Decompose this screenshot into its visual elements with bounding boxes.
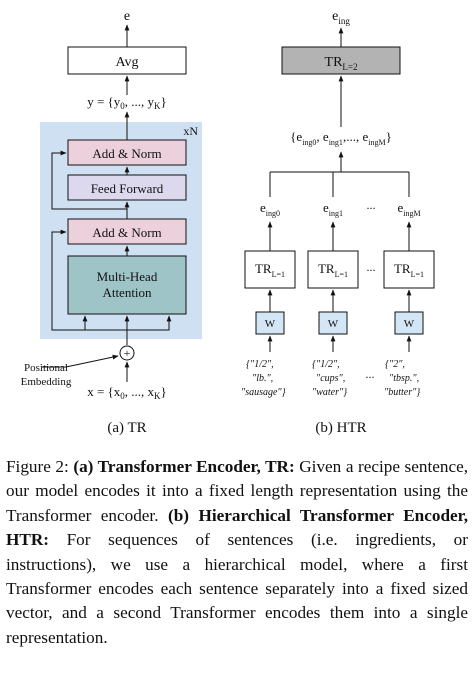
tr-avg-box — [67, 46, 187, 75]
htr-e1-label: eing1 — [323, 200, 343, 218]
htr-word-1-1: "cups", — [316, 373, 345, 384]
tr-avg-label: Avg — [115, 55, 138, 70]
htr-w-label-0: W — [265, 318, 276, 330]
tr-feed-forward-label: Feed Forward — [91, 181, 164, 196]
htr-tr1-label-0: TRL=1 — [255, 261, 285, 279]
htr-w-box-0 — [255, 311, 285, 335]
htr-dots-top: ... — [367, 198, 376, 212]
htr-dots-mid: ... — [367, 260, 376, 274]
tr-add-norm-top-label: Add & Norm — [92, 146, 161, 161]
tr-subcaption: (a) TR — [107, 420, 146, 436]
caption-text-a: Given a recipe sentence, our model encod… — [6, 457, 468, 525]
tr-output-label: e — [124, 9, 130, 24]
htr-w-box-1 — [318, 311, 348, 335]
tr-add-norm-top-box — [67, 139, 187, 166]
tr-mha-box — [67, 255, 187, 315]
tr-mha-input-right — [127, 315, 172, 331]
htr-panel: eing TRL=2 {eing0, eing1,..., eingM} ein… — [241, 9, 435, 436]
htr-word-1-0: {"1/2", — [312, 359, 340, 370]
htr-dots-bottom: ... — [366, 367, 375, 381]
tr-plus-sign: + — [124, 346, 131, 360]
htr-w-box-M — [394, 311, 424, 335]
htr-tr1-box-M — [383, 250, 435, 289]
htr-words-1: {"1/2", "cups", "water"} — [312, 359, 347, 398]
tr-plus-node — [119, 345, 135, 361]
caption-bold-b: (b) Hierarchical Transformer Encoder, HT… — [6, 505, 468, 550]
htr-tr2-box — [281, 46, 401, 75]
htr-word-M-0: {"2", — [385, 359, 405, 370]
tr-y-label: y = {y0, ..., yK} — [87, 94, 167, 111]
htr-eM-label: eingM — [397, 200, 420, 218]
tr-mha-line2: Attention — [102, 285, 152, 300]
htr-subcaption: (b) HTR — [315, 420, 366, 436]
htr-word-0-2: "sausage"} — [241, 387, 286, 398]
tr-pos-embedding-arrow — [42, 354, 119, 368]
htr-word-M-1: "tbsp.", — [389, 373, 419, 384]
htr-words-M: {"2", "tbsp.", "butter"} — [384, 359, 420, 398]
htr-embedding-set: {eing0, eing1,..., eingM} — [290, 129, 392, 147]
tr-panel: e Avg y = {y0, ..., yK} xN Add & Norm Fe… — [21, 9, 202, 436]
tr-pos-line1: Positional — [24, 362, 68, 374]
htr-words-0: {"1/2", "lb.", "sausage"} — [241, 359, 286, 398]
htr-e0-label: eing0 — [260, 200, 280, 218]
tr-pos-line2: Embedding — [21, 376, 72, 388]
htr-tr1-label-M: TRL=1 — [394, 261, 424, 279]
htr-word-0-1: "lb.", — [252, 373, 273, 384]
tr-add-norm-bottom-box — [67, 218, 187, 245]
htr-tr1-box-1 — [307, 250, 359, 289]
htr-word-M-2: "butter"} — [384, 387, 420, 398]
htr-w-label-M: W — [404, 318, 415, 330]
tr-add-norm-bottom-label: Add & Norm — [92, 225, 161, 240]
htr-w-label-1: W — [328, 318, 339, 330]
tr-residual-ff — [51, 150, 127, 210]
htr-tr2-label: TRL=2 — [325, 55, 358, 72]
caption-bold-a: (a) Transformer Encoder, TR: — [73, 457, 295, 476]
htr-word-1-2: "water"} — [312, 387, 347, 398]
figure-diagram: e Avg y = {y0, ..., yK} xN Add & Norm Fe… — [21, 9, 435, 436]
htr-tr1-label-1: TRL=1 — [318, 261, 348, 279]
tr-mha-input-left — [82, 315, 127, 331]
caption-prefix: Figure 2: — [6, 457, 74, 476]
htr-output-label: eing — [332, 9, 350, 26]
tr-feed-forward-box — [67, 174, 187, 201]
tr-mha-line1: Multi-Head — [97, 269, 158, 284]
caption-text-b: For sequences of sentences (i.e. ingredi… — [6, 530, 468, 647]
tr-x-label: x = {x0, ..., xK} — [87, 384, 167, 401]
tr-repeat-label: xN — [183, 124, 198, 138]
htr-word-0-0: {"1/2", — [246, 359, 274, 370]
figure-caption: Figure 2: (a) Transformer Encoder, TR: G… — [6, 455, 468, 650]
htr-tr1-box-0 — [244, 250, 296, 289]
